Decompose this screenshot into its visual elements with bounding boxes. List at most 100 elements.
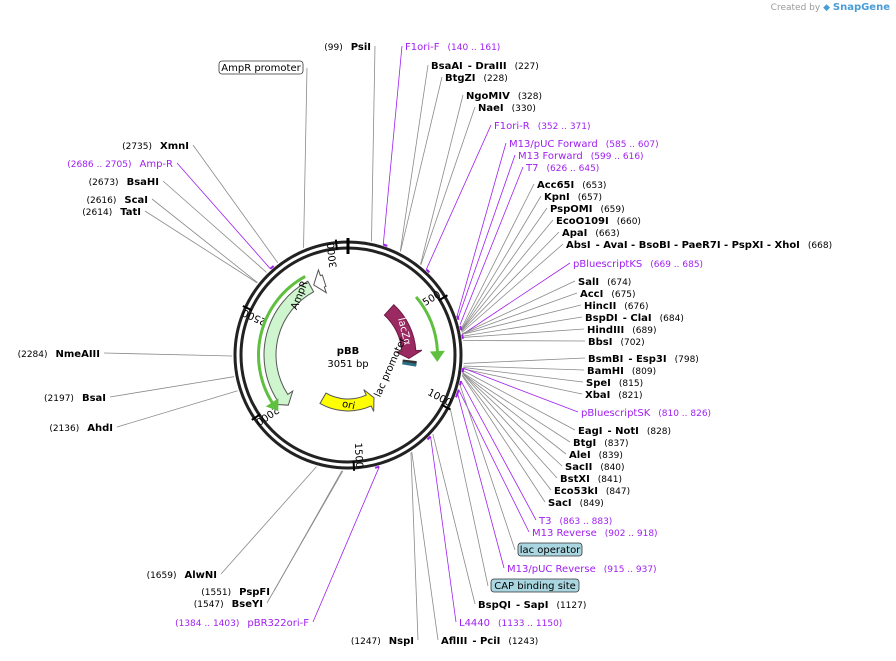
leader-line: [420, 94, 464, 265]
label-pos: (2284): [18, 350, 48, 360]
leader-line: [220, 466, 317, 575]
leader-line: [461, 375, 546, 503]
primer-label: (1384 .. 1403) pBR322ori-F: [175, 618, 309, 629]
leader-line: [461, 231, 560, 332]
ampr-promoter-arrow: [313, 268, 328, 294]
primer-site-mark: [456, 315, 460, 321]
primer-label: (2686 .. 2705)Amp-R: [67, 159, 173, 170]
label-pos: (1547): [194, 600, 224, 610]
label-pos: (839): [599, 451, 623, 461]
feature-box-label: AmpR promoter: [221, 63, 301, 74]
enzyme-label: (2197)BsaI: [44, 393, 106, 404]
primer-label: M13 Reverse(902 .. 918): [532, 528, 658, 539]
feature-box-cap-binding-site: [490, 578, 580, 593]
label-pos: (684): [660, 314, 684, 324]
enzyme-label: ApaI(663): [562, 228, 620, 239]
leader-line: [462, 316, 583, 337]
label-name: BsaAI: [431, 61, 463, 72]
leader-line: [462, 373, 563, 467]
primer-label: F1ori-R(352 .. 371): [494, 121, 591, 132]
label-pos: (815): [619, 379, 643, 389]
label-name: L4440: [459, 618, 490, 629]
enzyme-label: NaeI(330): [478, 103, 536, 114]
leader-line: [273, 470, 343, 592]
feature-box-lac-operator: [517, 542, 583, 557]
leader-line: [457, 393, 505, 569]
leader-line: [463, 367, 579, 413]
tick-mark: [352, 460, 356, 471]
label-pos: (328): [518, 92, 542, 102]
label-name2: - DraIII: [468, 61, 507, 72]
label-name: AccI: [580, 289, 603, 300]
primer-label: pBluescriptSK(810 .. 826): [581, 408, 711, 419]
leader-line: [461, 374, 552, 491]
enzyme-label: BspDI- ClaI(684): [585, 313, 684, 324]
leader-line: [460, 380, 537, 521]
label-range: (140 .. 161): [447, 43, 500, 53]
leader-line: [462, 372, 567, 455]
label-name: BspDI: [585, 313, 618, 324]
label-name: PspOMI: [550, 204, 592, 215]
label-name: ApaI: [562, 228, 587, 239]
label-name: AbsI: [566, 240, 591, 251]
leader-line: [456, 142, 507, 316]
label-name: BbsI: [588, 337, 612, 348]
tick-mark: [251, 413, 261, 421]
enzyme-label: NgoMIV (328): [466, 91, 542, 102]
label-name: KpnI: [544, 192, 570, 203]
leader-line: [371, 45, 376, 242]
leader-line: [461, 219, 554, 331]
label-name: BsmBI: [588, 354, 623, 365]
label-name: pBluescriptSK: [581, 408, 651, 419]
label-name: ScaI: [124, 195, 148, 206]
leader-line: [457, 154, 516, 319]
leader-line: [144, 210, 258, 284]
label-name: NaeI: [478, 103, 504, 114]
lac-promoter-label: lac promoter: [373, 335, 409, 399]
label-range: (1384 .. 1403): [175, 619, 239, 629]
leader-line: [459, 384, 516, 551]
label-name: BspQI: [478, 600, 511, 611]
enzyme-label: (1247)NspI: [351, 636, 414, 647]
label-range: (915 .. 937): [604, 565, 657, 575]
feature-box-ampr-promoter: [218, 60, 304, 75]
primer-label: L4440(1133 .. 1150): [459, 618, 562, 629]
label-name2: - AvaI - BsoBI - PaeR7I - PspXI - XhoI: [596, 240, 800, 251]
created-by-text: Created by: [770, 3, 821, 13]
label-name: M13/pUC Reverse: [507, 564, 596, 575]
primer-label: pBluescriptKS(669 .. 685): [573, 259, 703, 270]
label-name: pBR322ori-F: [247, 618, 309, 629]
label-name: BstXI: [560, 474, 590, 485]
label-pos: (689): [632, 326, 656, 336]
label-name: NgoMIV: [466, 91, 510, 102]
enzyme-label: (2673)BsaHI: [89, 177, 159, 188]
enzyme-label: (1551)PspFI: [201, 587, 270, 598]
primer-label: M13 Forward(599 .. 616): [518, 151, 644, 162]
label-name: BsaHI: [127, 177, 159, 188]
leader-line: [461, 262, 571, 335]
label-pos: (837): [604, 439, 628, 449]
label-name: SalI: [578, 277, 599, 288]
enzyme-label: BsmBI- Esp3I(798): [588, 354, 699, 365]
label-pos: (2197): [44, 394, 74, 404]
tick-label: 3000: [326, 242, 340, 268]
label-name: SpeI: [586, 378, 611, 389]
label-name: BtgI: [573, 438, 596, 449]
label-name: PspFI: [239, 587, 270, 598]
label-name: Eco53kI: [554, 486, 598, 497]
leader-line: [462, 370, 576, 431]
label-name: Amp-R: [140, 159, 174, 170]
label-pos: (668): [808, 241, 832, 251]
enzyme-label: (2616)ScaI: [86, 195, 148, 206]
label-name: XbaI: [585, 390, 610, 401]
primer-site-mark: [459, 380, 462, 386]
leader-line: [459, 166, 524, 325]
leader-line: [151, 198, 258, 283]
enzyme-label: PspOMI(659): [550, 204, 625, 215]
label-name: HindIII: [587, 325, 624, 336]
label-pos: (653): [582, 181, 606, 191]
label-pos: (674): [607, 278, 631, 288]
lac-promoter-block: [402, 361, 417, 367]
enzyme-label: BbsI(702): [588, 337, 645, 348]
